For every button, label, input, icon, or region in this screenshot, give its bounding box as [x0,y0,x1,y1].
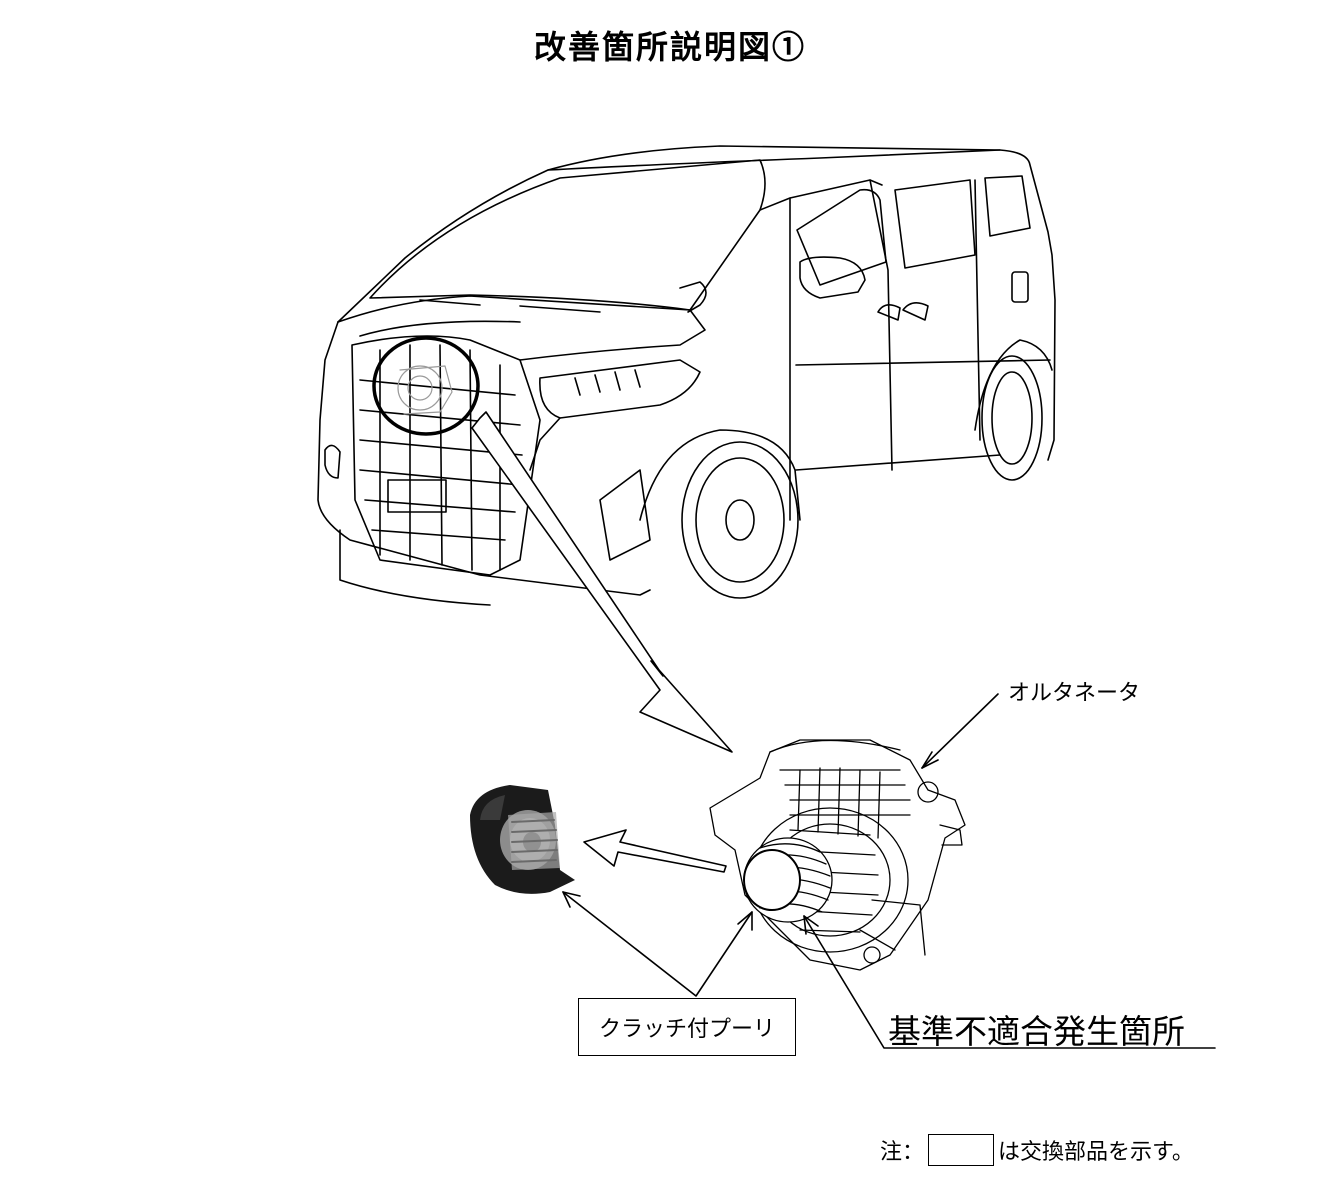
callout-arrow-pulley [583,829,727,873]
replacement-part-box-symbol [928,1134,995,1166]
clutch-pulley-label: クラッチ付プーリ [598,1017,775,1042]
clutch-pulley-leader [562,891,753,997]
pulley-illustration [743,837,833,923]
alternator-leader [921,693,999,769]
diagram-title: 改善箇所説明図① [533,28,806,66]
alternator-location-marker [372,336,480,436]
callout-arrow-main [471,411,733,753]
alternator-label: オルタネータ [1008,681,1141,706]
defect-location-label: 基準不適合発生箇所 [888,1012,1185,1051]
note-suffix: は交換部品を示す。 [998,1140,1194,1165]
clutch-pulley-label-box: クラッチ付プーリ [578,998,796,1056]
note-prefix: 注： [880,1140,925,1165]
clutch-pulley-cutaway-image [470,785,575,894]
alternator-illustration [709,739,966,971]
legend-note: 注： は交換部品を示す。 [880,1134,1194,1166]
defect-location-leader [803,915,1216,1049]
vehicle-illustration [317,145,1056,606]
